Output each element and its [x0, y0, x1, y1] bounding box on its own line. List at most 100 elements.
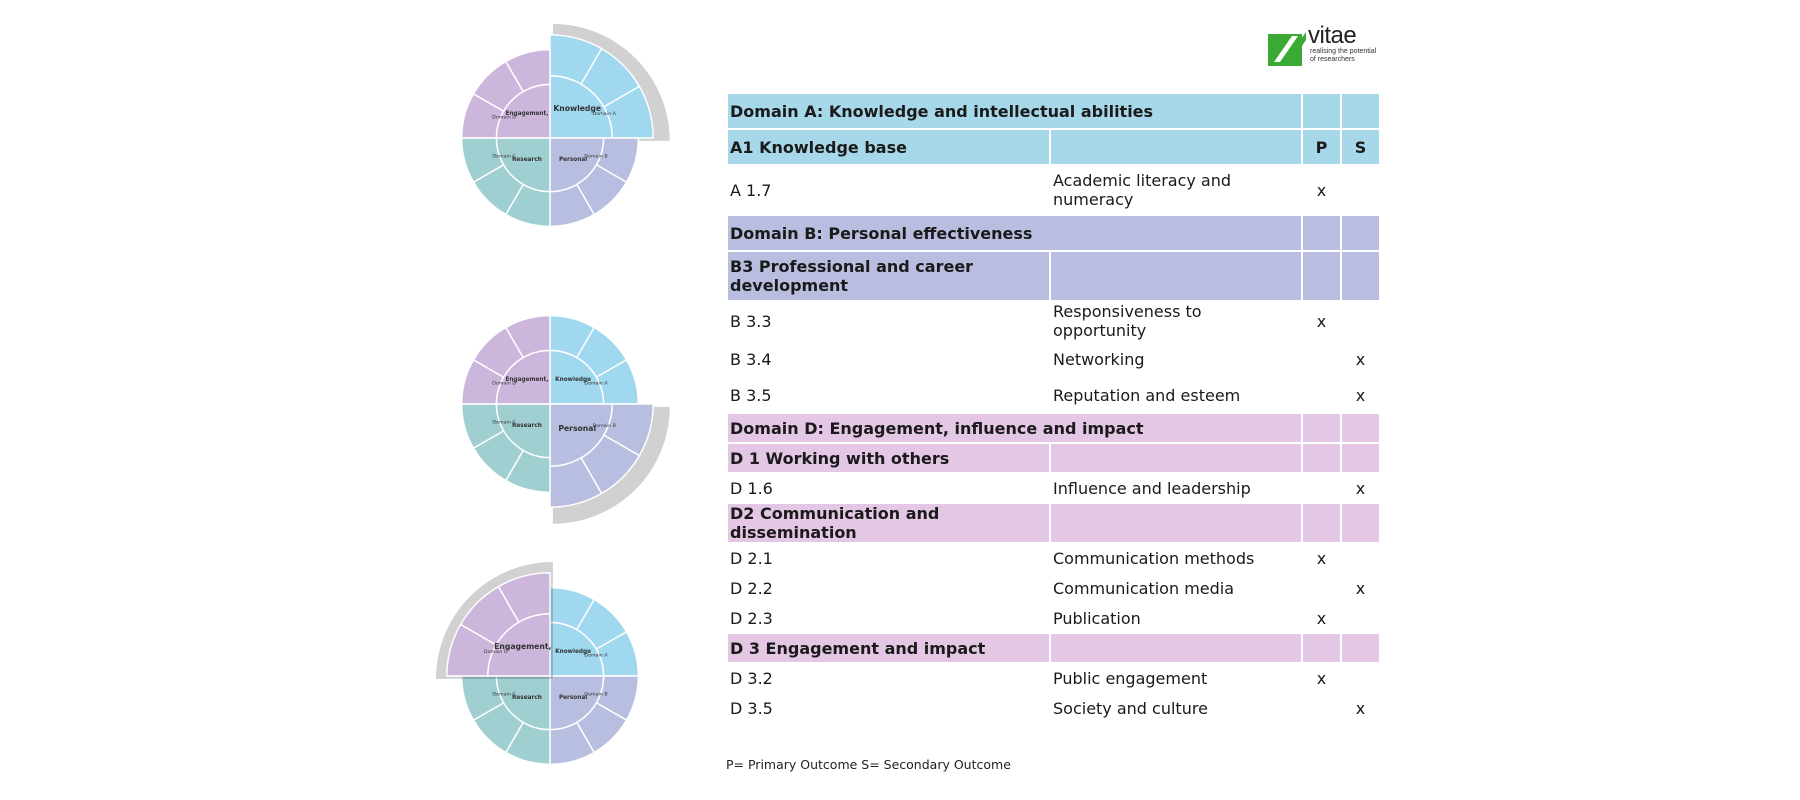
domain-title-b: Personal [559, 695, 587, 701]
cell-p [1303, 252, 1340, 300]
domain-tag-b: Domain B [584, 154, 607, 160]
quadrant-d: Engagement,Domain D [460, 48, 551, 139]
cell-s: x [1355, 578, 1366, 598]
wheel-center [549, 137, 551, 139]
cell-p: x [1316, 608, 1327, 628]
cell-s: x [1355, 478, 1366, 498]
cell-p [1303, 574, 1340, 602]
cell-desc: Networking [1053, 349, 1145, 369]
cell-code: Domain D: Engagement, influence and impa… [728, 414, 1301, 442]
cell-s [1342, 302, 1379, 340]
cell-s: x [1355, 349, 1366, 369]
cell-code: B 3.3 [730, 311, 772, 331]
domain-tag-c: Domain C [492, 692, 516, 698]
cell-p [1303, 216, 1340, 250]
domain-tag-d: Domain D [492, 114, 516, 120]
cell-desc: Society and culture [1053, 698, 1208, 718]
cell-s: x [1355, 385, 1366, 405]
domain-tag-d: Domain D [484, 649, 508, 655]
cell-p [1303, 474, 1340, 502]
cell-s [1342, 444, 1379, 472]
domain-row: Domain D: Engagement, influence and impa… [728, 414, 1379, 442]
cell-desc [1051, 634, 1301, 662]
domain-title-c: Research [512, 695, 542, 701]
cell-s [1342, 94, 1379, 128]
cell-code: A1 Knowledge base [728, 130, 1049, 164]
cell-code: Domain A: Knowledge and intellectual abi… [728, 94, 1301, 128]
domain-title-d: Engagement, [505, 377, 548, 383]
cell-code: D2 Communication and dissemination [728, 504, 1049, 542]
domain-title-d: Engagement, [505, 111, 548, 117]
cell-p [1303, 634, 1340, 662]
cell-code: D 1.6 [730, 478, 773, 498]
domain-tag-a: Domain A [593, 111, 617, 117]
cell-desc [1051, 130, 1301, 164]
table-row: B 3.5 Reputation and esteem x [728, 378, 1379, 412]
domain-title-c: Research [512, 423, 542, 429]
rdf-outcomes-table: Domain A: Knowledge and intellectual abi… [726, 92, 1381, 724]
cell-p: x [1316, 311, 1327, 331]
segment-a [602, 85, 654, 139]
domain-title-a: Knowledge [553, 104, 601, 113]
quadrant-d: Engagement,Domain D [460, 314, 551, 405]
cell-s [1342, 604, 1379, 632]
segment-b [549, 456, 603, 508]
cell-desc: Responsiveness to opportunity [1053, 302, 1202, 340]
wheel-center [549, 403, 551, 405]
cell-desc: Influence and leadership [1053, 478, 1251, 498]
cell-code: D 3 Engagement and impact [728, 634, 1049, 662]
domain-tag-c: Domain C [492, 420, 516, 426]
cell-s: S [1342, 130, 1379, 164]
wheel-center [549, 675, 551, 677]
cell-s [1342, 504, 1379, 542]
domain-tag-d: Domain D [492, 380, 516, 386]
cell-desc: Reputation and esteem [1053, 385, 1241, 405]
cell-p: x [1316, 548, 1327, 568]
cell-p [1303, 694, 1340, 722]
domain-row: Domain A: Knowledge and intellectual abi… [728, 94, 1379, 128]
domain-tag-c: Domain C [492, 154, 516, 160]
cell-code: D 3.2 [730, 668, 773, 688]
cell-desc: Academic literacy and numeracy [1053, 171, 1232, 209]
vitae-logo-name: vitae [1308, 22, 1357, 49]
domain-title-b: Personal [559, 157, 587, 163]
subdomain-row: D 3 Engagement and impact [728, 634, 1379, 662]
cell-p [1303, 444, 1340, 472]
cell-s [1342, 634, 1379, 662]
subdomain-row: D2 Communication and dissemination [728, 504, 1379, 542]
cell-p [1303, 342, 1340, 376]
cell-s [1342, 252, 1379, 300]
cell-s [1342, 544, 1379, 572]
domain-title-a: Knowledge [555, 377, 591, 383]
cell-s [1342, 166, 1379, 214]
cell-p [1303, 504, 1340, 542]
cell-s [1342, 216, 1379, 250]
cell-s [1342, 664, 1379, 692]
segment-d [504, 48, 551, 93]
cell-code: B 3.5 [730, 385, 772, 405]
cell-code: A 1.7 [730, 180, 772, 200]
cell-p: P [1303, 130, 1340, 164]
subdomain-row: B3 Professional and career development [728, 252, 1379, 300]
domain-title-a: Knowledge [555, 649, 591, 655]
cell-desc [1051, 504, 1301, 542]
cell-desc: Public engagement [1053, 668, 1208, 688]
domain-row: Domain B: Personal effectiveness [728, 216, 1379, 250]
cell-s: x [1355, 698, 1366, 718]
cell-p: x [1316, 180, 1327, 200]
table-row: A 1.7 Academic literacy and numeracy x [728, 166, 1379, 214]
domain-tag-a: Domain A [584, 380, 608, 386]
